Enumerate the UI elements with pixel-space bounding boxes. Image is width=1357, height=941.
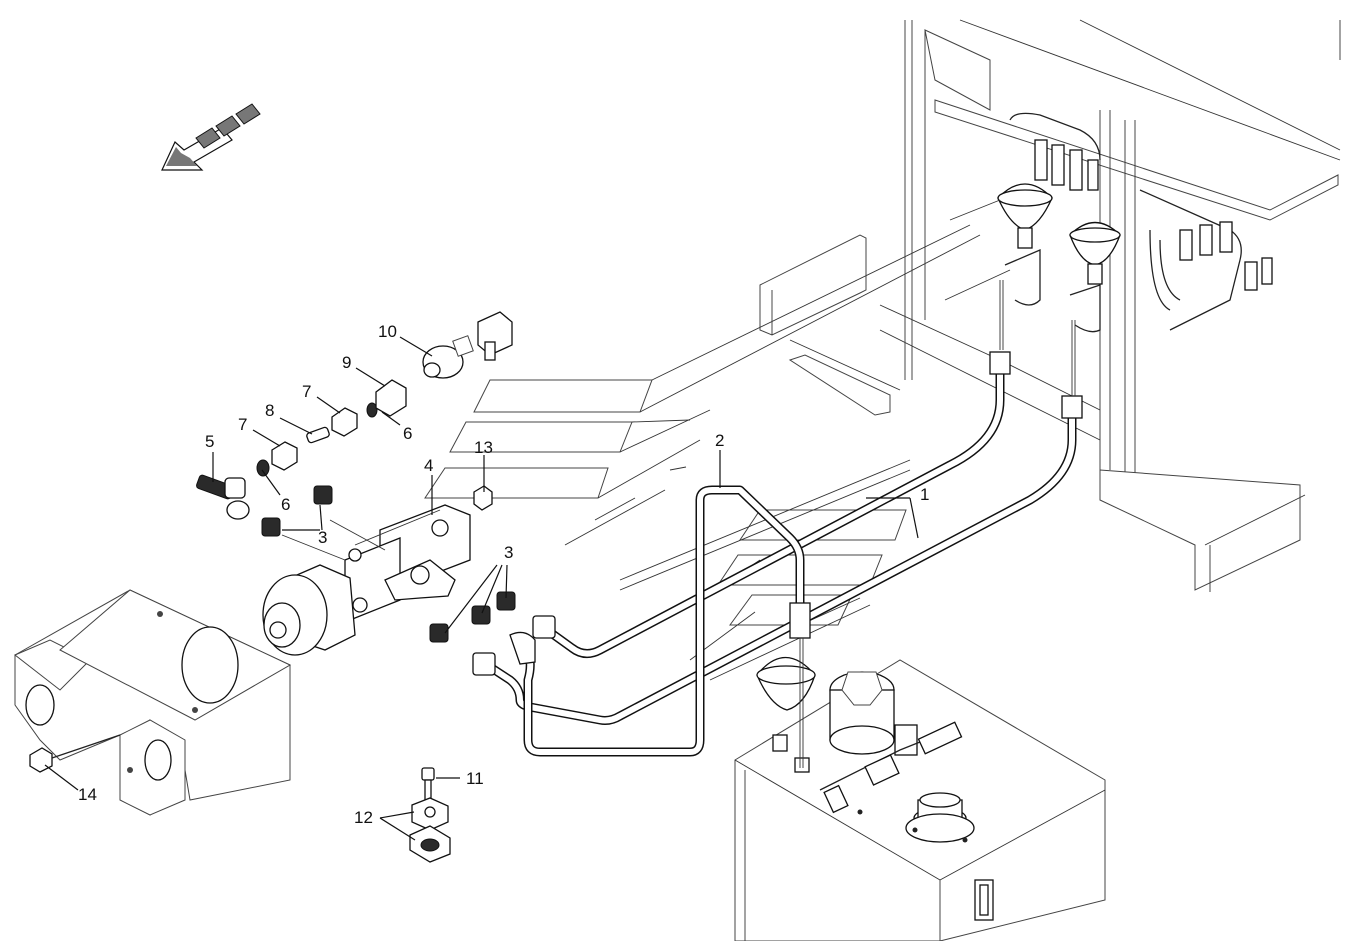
callouts: 1 2 3 3 4 5 6 6 7 7 8 9 10 11 12 13 14 xyxy=(78,322,929,827)
callout-7-left: 7 xyxy=(238,415,247,434)
direction-arrow-icon xyxy=(161,103,261,171)
callout-6-left: 6 xyxy=(281,495,290,514)
callout-2: 2 xyxy=(715,431,724,450)
callout-11: 11 xyxy=(466,769,484,788)
callout-9: 9 xyxy=(342,353,351,372)
leader-lines xyxy=(44,336,919,841)
callout-13: 13 xyxy=(474,438,493,457)
hose-line-1 xyxy=(482,280,1083,725)
valve-block-frame xyxy=(759,19,1341,592)
callout-1: 1 xyxy=(920,485,929,504)
callout-12: 12 xyxy=(354,808,373,827)
callout-4: 4 xyxy=(424,456,433,475)
callout-3-upper: 3 xyxy=(318,528,327,547)
small-parts xyxy=(29,311,513,863)
mounting-plates xyxy=(424,224,981,681)
callout-14: 14 xyxy=(78,785,97,804)
hose-line-2 xyxy=(515,485,811,768)
oil-tank xyxy=(734,657,1106,941)
pump-fittings xyxy=(261,485,556,676)
motor-bracket xyxy=(14,589,292,816)
callout-3-lower: 3 xyxy=(504,543,513,562)
callout-5: 5 xyxy=(205,432,214,451)
callout-10: 10 xyxy=(378,322,397,341)
pump-assembly xyxy=(262,504,471,656)
callout-7-right: 7 xyxy=(302,382,311,401)
callout-8: 8 xyxy=(265,401,274,420)
callout-6-right: 6 xyxy=(403,424,412,443)
